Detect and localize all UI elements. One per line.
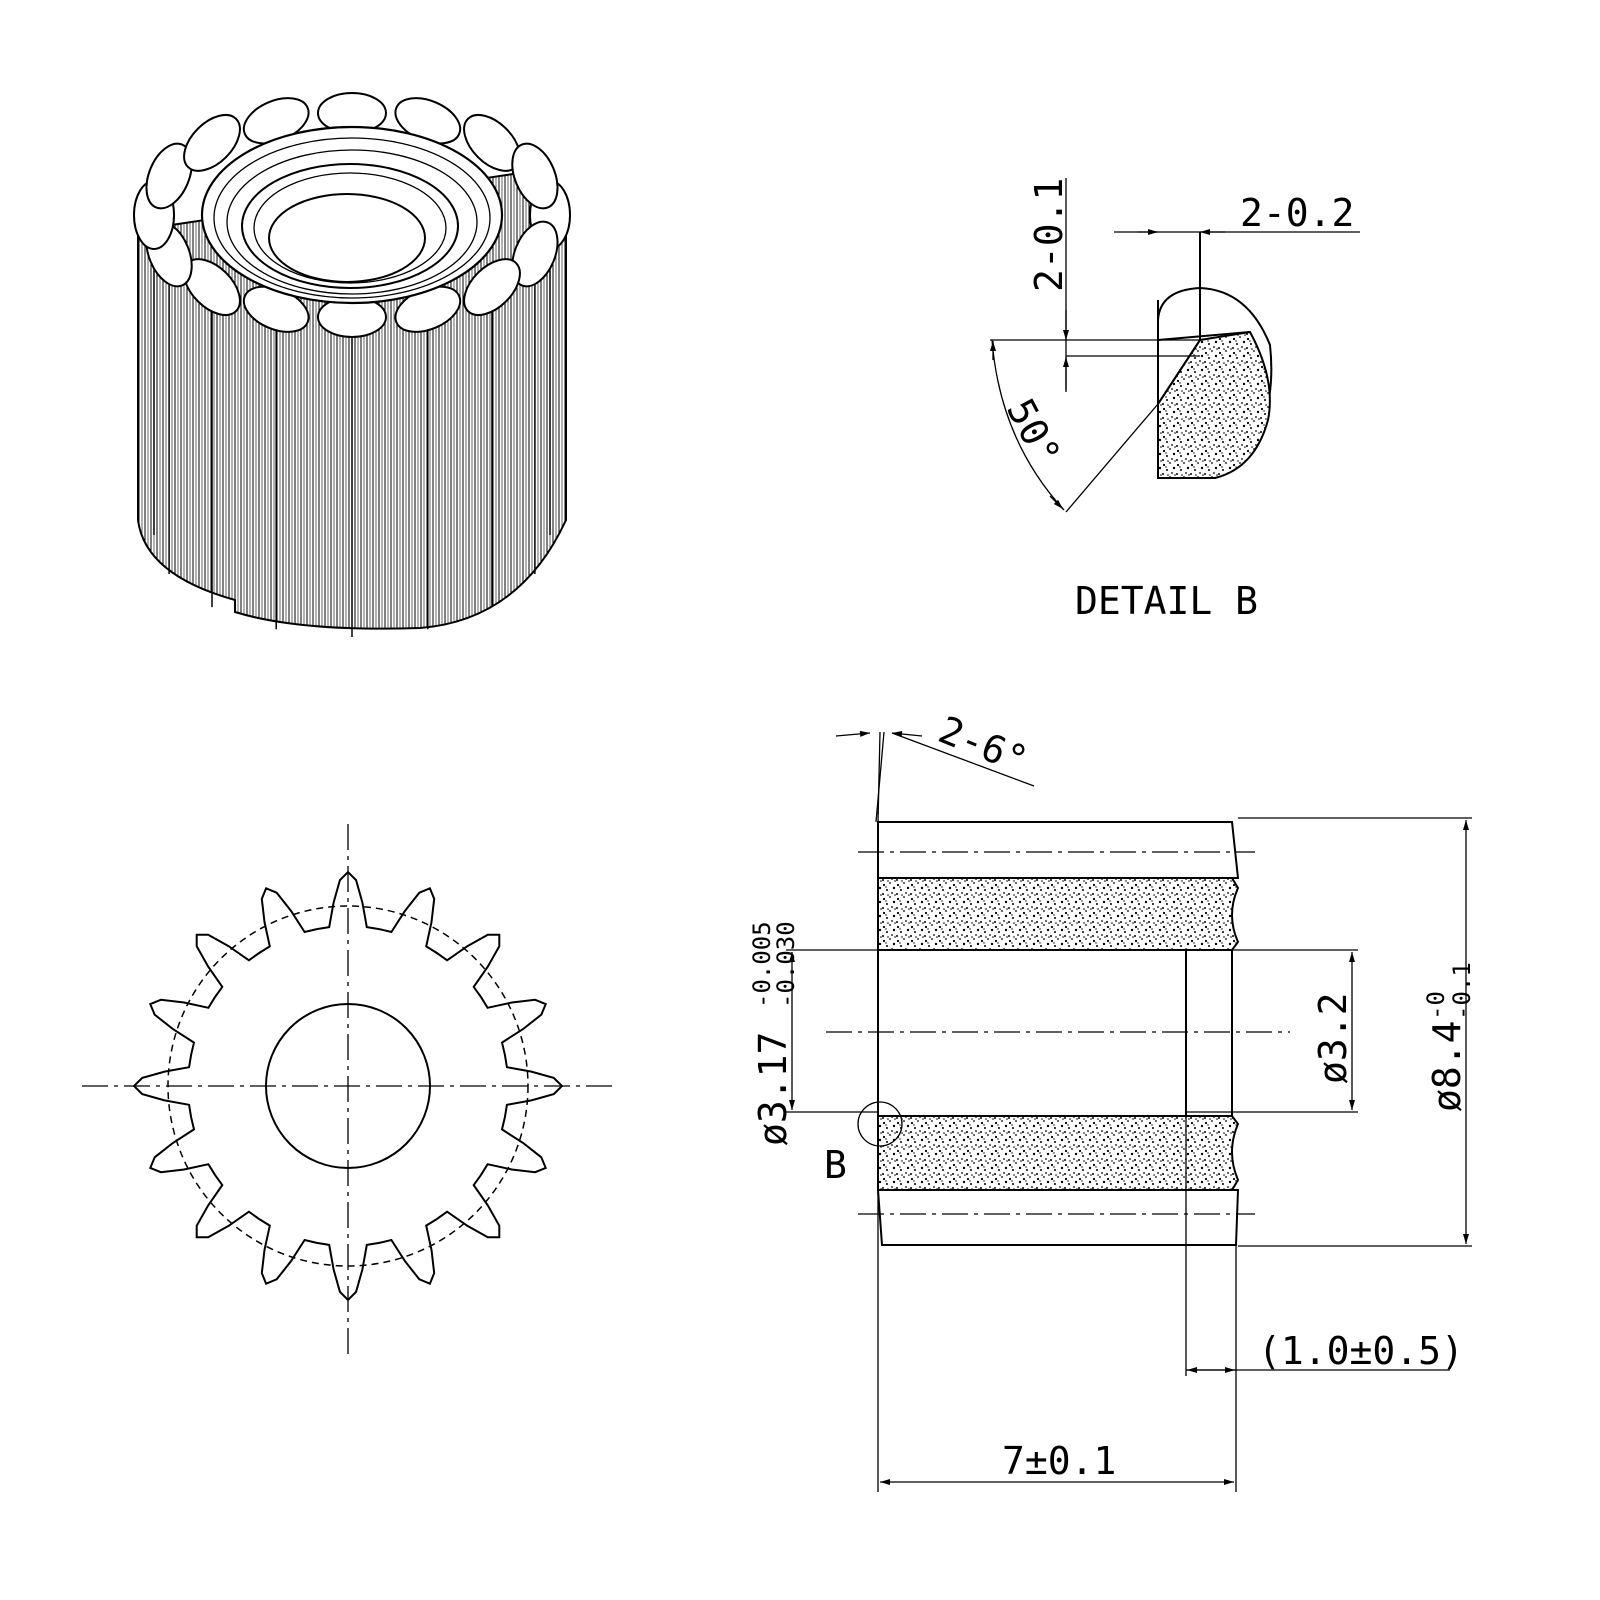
- gear-tooth-edges: [153, 215, 551, 637]
- detail-angle-ext-2: [1065, 403, 1159, 513]
- detail-chamfer: [1157, 339, 1201, 405]
- gear-tooth-top: [511, 142, 559, 210]
- gear-tooth-top: [511, 220, 559, 288]
- draft-arrow-1: [835, 730, 871, 737]
- detail-b-view: 2-0.1 2-0.2 50° DETAIL B: [990, 178, 1360, 623]
- detail-ref-circle: [857, 1101, 903, 1147]
- gear-section-view: ø3.17 -0.005 -0.030 ø3.2 ø8.4 -0 -0.1 2-…: [748, 708, 1476, 1492]
- cbd-text: (1.0±0.5): [1258, 1329, 1464, 1373]
- gear-tooth-profile: [132, 870, 564, 1302]
- gear-top-ring-4: [241, 163, 459, 289]
- detail-angle-arrow-2: [1049, 495, 1064, 510]
- isometric-gear-view: [133, 92, 571, 637]
- gear-front-view: [82, 824, 614, 1356]
- bore-tol-upper: -0.005: [748, 921, 776, 1008]
- top-tooth-band: [877, 821, 1240, 879]
- od-tol-upper: -0: [1422, 991, 1450, 1020]
- od-dim-text: ø8.4: [1425, 1020, 1469, 1112]
- draft-ext-1: [875, 731, 885, 823]
- detail-dim-horizontal-text: 2-0.2: [1240, 191, 1354, 235]
- draft-arrow-2: [891, 731, 923, 737]
- detail-angle-text: 50°: [998, 392, 1069, 473]
- detail-angle-arc: [991, 339, 1065, 511]
- draft-leader: [891, 732, 1035, 787]
- gear-tooth-top: [145, 142, 193, 210]
- detail-dim-vertical-text: 2-0.1: [1027, 178, 1071, 292]
- od-tol-lower: -0.1: [1448, 962, 1476, 1020]
- detail-top-face: [1157, 331, 1251, 341]
- gear-tooth-top: [463, 258, 521, 316]
- gear-top-teeth: [133, 92, 571, 338]
- detail-ref-label: B: [824, 1143, 847, 1187]
- gear-top-ring-2: [213, 137, 491, 299]
- detail-hatched-section: [1157, 330, 1271, 479]
- gear-top-ring-5: [253, 172, 447, 284]
- detail-caption: DETAIL B: [1075, 579, 1258, 623]
- draft-text: 2-6°: [933, 708, 1034, 783]
- draft-ext-2: [877, 731, 881, 823]
- top-section-hatch: [877, 877, 1240, 951]
- cb-dim-text: ø3.2: [1311, 992, 1355, 1084]
- len-text: 7±0.1: [1002, 1439, 1116, 1483]
- bottom-tooth-band: [876, 1189, 1240, 1246]
- bottom-section-hatch: [877, 1115, 1240, 1191]
- bore-tol-lower: -0.030: [772, 921, 800, 1008]
- bore-dim-text: ø3.17: [751, 1032, 795, 1146]
- gear-tooth-top: [183, 114, 241, 172]
- gear-bore-iso: [268, 193, 426, 283]
- gear-top-ring-3: [226, 149, 478, 295]
